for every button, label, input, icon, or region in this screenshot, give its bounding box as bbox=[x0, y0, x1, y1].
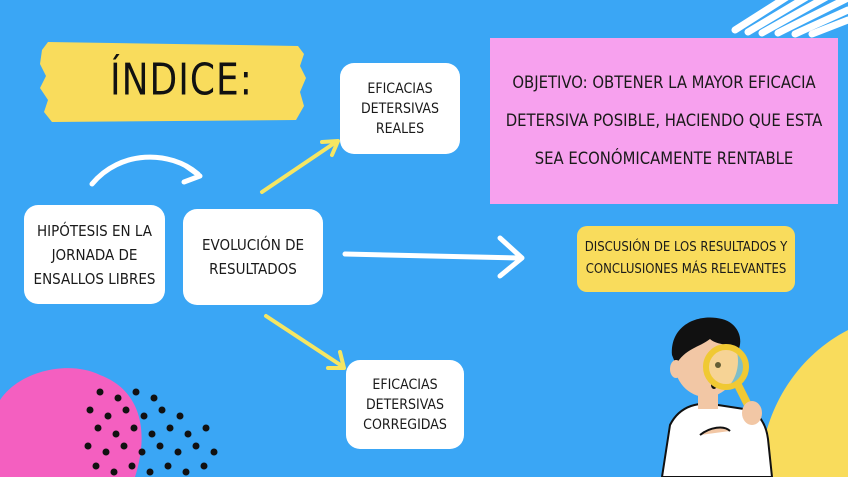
boy-with-magnifier-illustration bbox=[640, 305, 848, 477]
curved-arrow bbox=[92, 157, 198, 184]
objective-box: OBJETIVO: OBTENER LA MAYOR EFICACIA DETE… bbox=[490, 38, 838, 204]
node-eficacias-corregidas: EFICACIAS DETERSIVAS CORREGIDAS bbox=[346, 360, 464, 449]
pink-blob-decoration bbox=[0, 368, 142, 477]
discussion-box: DISCUSIÓN DE LOS RESULTADOS Y CONCLUSION… bbox=[577, 226, 795, 292]
node-evolucion: EVOLUCIÓN DE RESULTADOS bbox=[183, 209, 323, 305]
node-hipotesis: HIPÓTESIS EN LA JORNADA DE ENSALLOS LIBR… bbox=[24, 205, 165, 304]
node-eficacias-reales: EFICACIAS DETERSIVAS REALES bbox=[340, 63, 460, 154]
curved-arrow-head bbox=[184, 166, 200, 182]
page-title: ÍNDICE: bbox=[110, 47, 250, 113]
white-scribble-decoration bbox=[735, 0, 848, 34]
arrow-to-eficacias-corregidas bbox=[266, 316, 342, 366]
arrow-to-discusion bbox=[345, 254, 520, 258]
arrow-to-eficacias-reales bbox=[262, 142, 336, 192]
magnifier-icon bbox=[706, 347, 746, 387]
